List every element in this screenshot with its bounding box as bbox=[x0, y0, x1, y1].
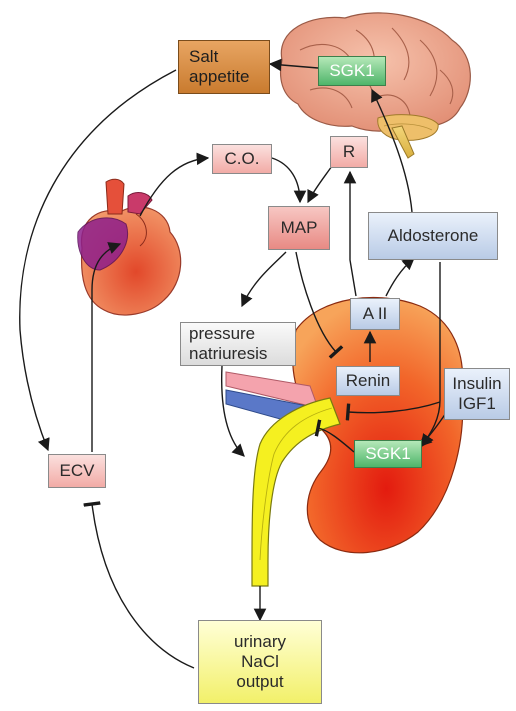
heart-illustration bbox=[77, 178, 182, 316]
arrow-ecv-to-heart bbox=[91, 242, 122, 452]
arrow-heart-to-co bbox=[139, 152, 210, 217]
urinary-output-box: urinary NaCl output bbox=[198, 620, 322, 704]
pressure-natriuresis-box: pressure natriuresis bbox=[180, 322, 296, 366]
arrow-aldosterone-to-sgk1-brain bbox=[371, 88, 413, 213]
inhibit-output-ecv bbox=[83, 501, 195, 669]
map-box: MAP bbox=[268, 206, 330, 250]
inhibit-sgk1-tubule bbox=[314, 419, 355, 453]
inhibit-aldosterone-tubule bbox=[345, 401, 441, 421]
a2-box: A II bbox=[350, 298, 400, 330]
arrow-sgk1-to-salt-appetite bbox=[268, 58, 319, 72]
inhibit-map-renin bbox=[295, 251, 344, 359]
sgk1-brain-box: SGK1 bbox=[318, 56, 386, 86]
aldosterone-box: Aldosterone bbox=[368, 212, 498, 260]
renin-box: Renin bbox=[336, 366, 400, 396]
insulin-igf1-box: Insulin IGF1 bbox=[444, 368, 510, 420]
arrow-map-to-pressure-natriuresis bbox=[241, 251, 287, 308]
ecv-box: ECV bbox=[48, 454, 106, 488]
connector-lines bbox=[19, 58, 449, 669]
kidney-illustration bbox=[225, 297, 464, 587]
arrow-salt-appetite-to-ecv bbox=[19, 69, 177, 452]
sgk1-kidney-box: SGK1 bbox=[354, 440, 422, 468]
arrow-r-to-map bbox=[307, 165, 333, 204]
arrow-co-to-map bbox=[271, 157, 307, 204]
co-box: C.O. bbox=[212, 144, 272, 174]
salt-appetite-box: Salt appetite bbox=[178, 40, 270, 94]
arrow-a2-to-aldosterone bbox=[385, 257, 415, 297]
r-box: R bbox=[330, 136, 368, 168]
arrow-a2-to-r bbox=[343, 170, 357, 297]
arrow-pressure-natriuresis-to-tubule bbox=[220, 365, 245, 457]
